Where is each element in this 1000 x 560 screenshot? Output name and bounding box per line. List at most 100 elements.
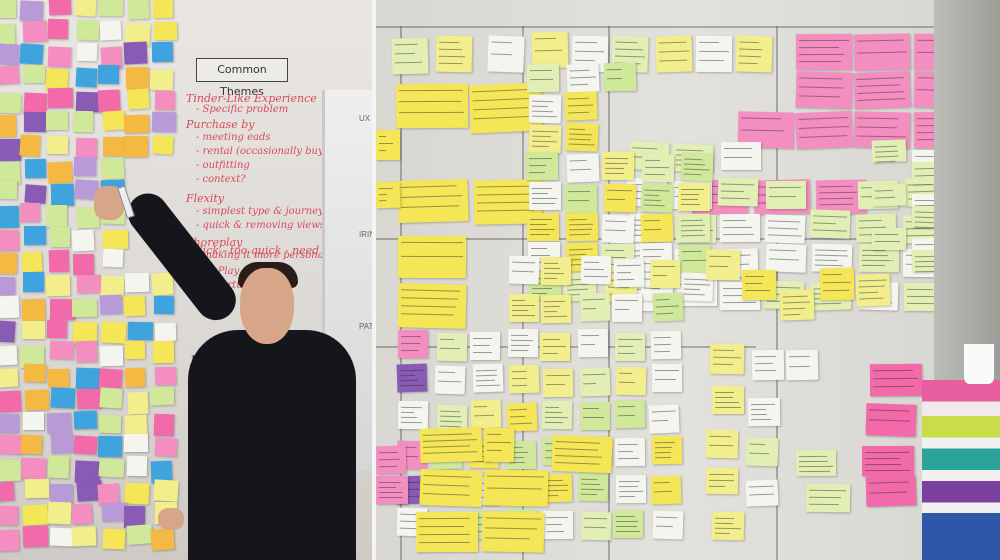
sticky-note — [564, 91, 598, 121]
sticky-note — [805, 483, 851, 513]
sticky-note — [71, 526, 97, 547]
sticky-note — [24, 158, 47, 179]
sticky-note — [149, 69, 174, 91]
sticky-note — [483, 469, 549, 507]
sticky-note — [151, 111, 177, 133]
sticky-note — [154, 366, 177, 386]
sticky-note — [19, 202, 41, 223]
sticky-note — [540, 294, 572, 324]
sticky-note — [611, 293, 643, 323]
sticky-note — [123, 135, 149, 158]
sticky-note — [19, 134, 41, 157]
left-photo-panel: Common Themes Tinder-Like Experience- Sp… — [0, 0, 372, 560]
sticky-note — [861, 445, 915, 477]
sticky-note — [72, 253, 95, 276]
sticky-note — [540, 256, 572, 286]
sticky-note — [650, 475, 682, 505]
sticky-note — [23, 272, 44, 292]
sticky-note — [0, 529, 20, 552]
sticky-note — [127, 391, 149, 415]
whiteboard-line: - context? — [196, 174, 246, 185]
sticky-note — [102, 528, 126, 550]
sticky-note — [376, 475, 409, 505]
sticky-note — [419, 427, 483, 463]
sticky-note — [396, 363, 428, 393]
sticky-note — [580, 511, 612, 541]
sticky-note — [541, 400, 573, 430]
sticky-note — [23, 225, 47, 246]
sticky-note — [397, 235, 467, 279]
sticky-note — [566, 153, 600, 183]
sticky-note — [577, 328, 609, 358]
sticky-note — [71, 229, 95, 252]
sticky-note — [853, 33, 911, 71]
sticky-note — [97, 435, 123, 458]
sticky-note — [745, 479, 779, 507]
sticky-note — [542, 368, 574, 398]
sticky-note — [0, 229, 20, 252]
sticky-note — [21, 320, 46, 340]
sticky-note — [0, 138, 22, 162]
sticky-note — [46, 135, 69, 155]
sticky-note — [98, 414, 122, 434]
sticky-note — [153, 413, 175, 437]
sticky-note — [76, 19, 100, 41]
whiteboard-line: - outfitting — [196, 160, 250, 171]
sticky-note — [601, 151, 635, 181]
sticky-note — [865, 403, 917, 437]
sticky-note — [526, 212, 560, 242]
sticky-note — [526, 63, 560, 93]
sticky-note — [741, 269, 777, 301]
sticky-note — [579, 401, 611, 431]
sticky-note — [97, 0, 124, 17]
sticky-note — [391, 37, 429, 75]
sticky-note — [542, 510, 574, 540]
sticky-note — [436, 332, 468, 362]
sticky-note — [126, 524, 153, 545]
sticky-note — [152, 340, 175, 364]
sticky-note — [397, 400, 429, 430]
sticky-note — [76, 42, 98, 62]
sticky-note — [102, 136, 126, 157]
sticky-note — [102, 229, 129, 250]
sticky-note — [652, 510, 684, 540]
sticky-note — [47, 18, 69, 40]
sticky-note — [483, 427, 515, 463]
sticky-note — [0, 320, 16, 343]
sticky-note — [21, 298, 46, 322]
sticky-note — [50, 387, 76, 409]
sticky-note — [0, 345, 18, 366]
sticky-note — [152, 0, 174, 19]
whiteboard-line: - quick & removing views — [196, 220, 326, 231]
storage-drawers — [922, 380, 1000, 560]
sticky-note — [376, 445, 407, 475]
grid-line — [376, 26, 976, 28]
sticky-note — [735, 35, 773, 73]
sticky-note — [765, 243, 807, 273]
sticky-note — [0, 252, 18, 275]
common-themes-heading: Common Themes — [196, 58, 288, 98]
sticky-note — [19, 43, 44, 65]
whiteboard-line: Tinder-Like Experience — [186, 92, 317, 105]
sticky-note — [525, 151, 559, 181]
sticky-note — [865, 475, 917, 507]
whiteboard-line: - meeting eads — [196, 132, 271, 143]
grid-line — [522, 26, 524, 560]
sticky-note — [680, 152, 714, 182]
sticky-note — [0, 179, 18, 200]
sticky-note — [73, 410, 98, 430]
sticky-note — [151, 41, 174, 63]
sticky-note — [99, 387, 123, 409]
sticky-note — [49, 527, 75, 547]
sticky-note — [75, 340, 98, 363]
sticky-note — [469, 331, 501, 361]
sticky-note — [127, 0, 150, 20]
sticky-note — [46, 319, 68, 339]
sticky-note — [717, 177, 759, 207]
sticky-note — [705, 429, 739, 459]
sticky-note — [21, 251, 43, 273]
whiteboard-line: - making it more personal — [196, 250, 327, 261]
sticky-note — [0, 295, 20, 319]
sticky-note — [76, 388, 102, 410]
sticky-note — [127, 88, 150, 110]
